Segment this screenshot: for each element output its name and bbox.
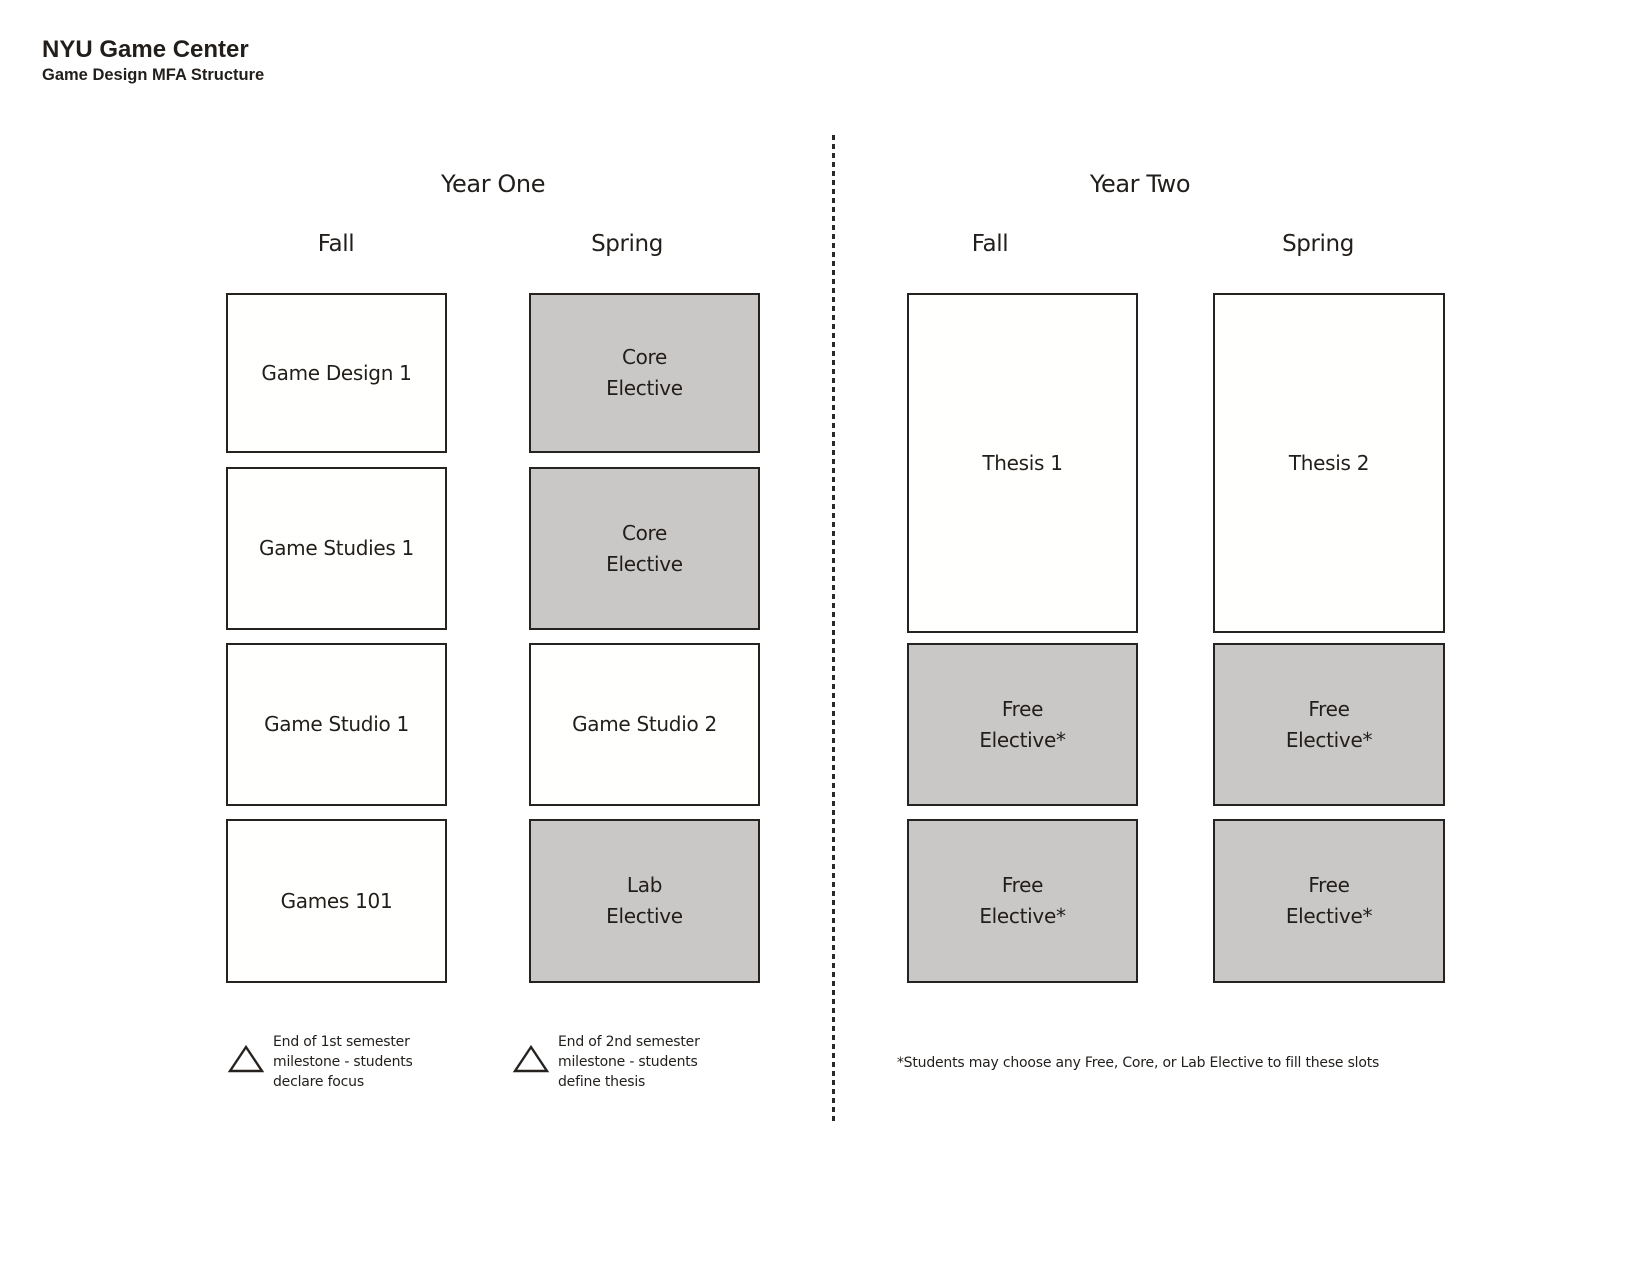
elective-footnote: *Students may choose any Free, Core, or … (896, 1055, 1380, 1071)
year-one-heading: Year One (440, 170, 546, 198)
year-two-spring-heading: Spring (1282, 231, 1354, 257)
course-box-game-studio-1: Game Studio 1 (226, 643, 447, 806)
course-box-free-elective-fall-1: Free Elective* (907, 643, 1138, 806)
course-box-core-elective-2: Core Elective (529, 467, 760, 630)
course-box-free-elective-spring-2: Free Elective* (1213, 819, 1445, 983)
course-box-label: Game Design 1 (261, 360, 412, 385)
course-box-label: Thesis 2 (1288, 450, 1370, 475)
course-box-label: Core Elective (606, 345, 683, 400)
course-box-label: Game Studio 1 (264, 712, 409, 736)
course-box-core-elective-1: Core Elective (529, 293, 760, 453)
course-box-label: Free Elective* (979, 873, 1066, 928)
course-box-label: Free Elective* (1285, 696, 1373, 752)
course-box-label: Game Studio 2 (572, 712, 717, 736)
year-one-spring-heading: Spring (591, 231, 663, 257)
course-box-label: Free Elective* (979, 696, 1066, 752)
page-title: NYU Game Center (42, 36, 249, 63)
course-box-thesis-1: Thesis 1 (907, 293, 1138, 633)
milestone-note-first-semester: End of 1st semester milestone - students… (273, 1034, 413, 1090)
course-box-free-elective-fall-2: Free Elective* (907, 819, 1138, 983)
course-box-thesis-2: Thesis 2 (1213, 293, 1445, 633)
milestone-triangle-icon (227, 1044, 265, 1073)
page-subtitle: Game Design MFA Structure (42, 66, 265, 84)
year-divider-dotted-line (832, 135, 835, 1125)
year-two-fall-heading: Fall (971, 231, 1009, 257)
course-box-label: Core Elective (606, 520, 683, 576)
course-box-label: Free Elective* (1285, 873, 1373, 928)
course-box-label: Lab Elective (606, 873, 683, 928)
course-box-label: Games 101 (280, 888, 393, 913)
course-box-free-elective-spring-1: Free Elective* (1213, 643, 1445, 806)
course-box-label: Thesis 1 (982, 450, 1063, 475)
milestone-triangle-icon (512, 1044, 550, 1073)
course-box-games-101: Games 101 (226, 819, 447, 983)
year-two-heading: Year Two (1089, 170, 1191, 198)
course-box-game-design-1: Game Design 1 (226, 293, 447, 453)
course-box-game-studies-1: Game Studies 1 (226, 467, 447, 630)
year-one-fall-heading: Fall (317, 231, 355, 257)
course-box-lab-elective: Lab Elective (529, 819, 760, 983)
course-box-game-studio-2: Game Studio 2 (529, 643, 760, 806)
milestone-note-second-semester: End of 2nd semester milestone - students… (558, 1034, 700, 1090)
course-box-label: Game Studies 1 (259, 536, 414, 560)
